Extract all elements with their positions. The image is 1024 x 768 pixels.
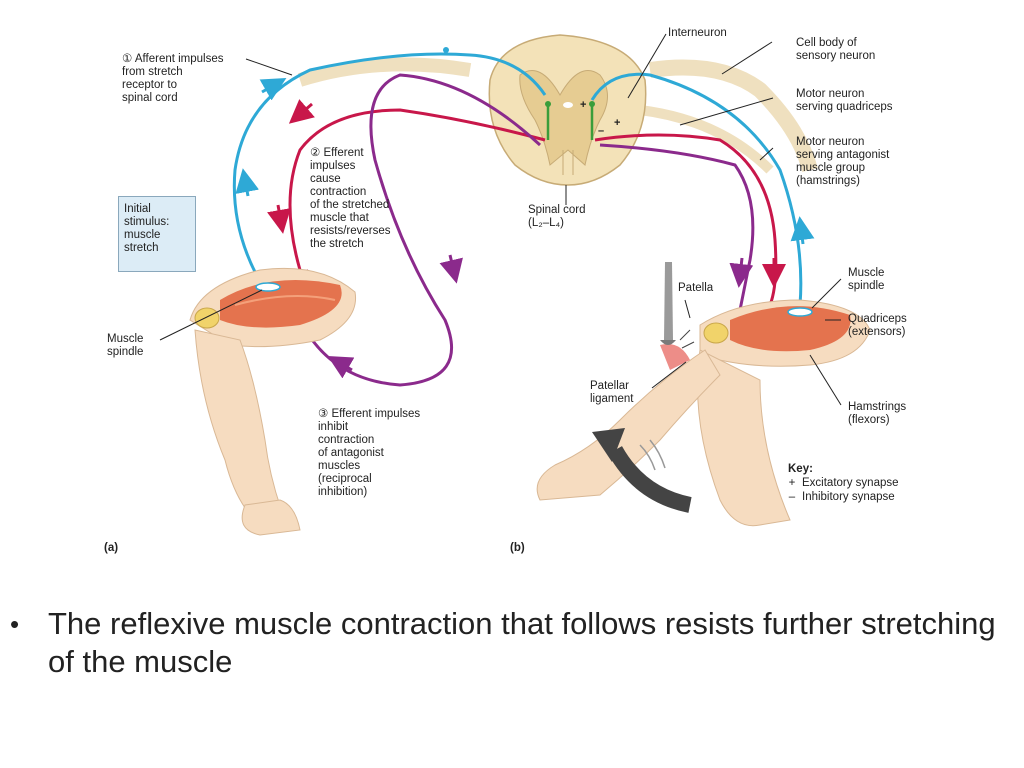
bullet-text: The reflexive muscle contraction that fo…	[48, 606, 996, 679]
synapse-key: Key: + Excitatory synapse – Inhibitory s…	[788, 462, 899, 504]
quadriceps-label: Quadriceps (extensors)	[848, 313, 907, 338]
excitatory-symbol: +	[788, 477, 796, 489]
leg-a	[189, 267, 357, 536]
inhibitory-label: Inhibitory synapse	[802, 491, 895, 503]
interneuron-cells: + + –	[545, 99, 620, 140]
svg-text:+: +	[580, 99, 586, 111]
hamstrings-label: Hamstrings (flexors)	[848, 401, 907, 426]
kick-motion-arrow	[592, 428, 692, 513]
inhibitory-path-b	[599, 143, 755, 336]
efferent-inhibit-label: ③ Efferent impulses inhibit contraction …	[318, 408, 421, 498]
slide-bullet: • The reflexive muscle contraction that …	[10, 605, 1015, 681]
svg-text:–: –	[598, 125, 604, 137]
afferent-path-a	[232, 52, 547, 286]
key-title: Key:	[788, 463, 813, 475]
motor-quadriceps-label: Motor neuron serving quadriceps	[796, 88, 893, 113]
afferent-label: ① Afferent impulses from stretch recepto…	[122, 53, 224, 104]
stretch-reflex-diagram: + + –	[159, 33, 871, 536]
bullet-dot: •	[10, 609, 20, 639]
reflex-hammer-icon	[660, 262, 695, 349]
patella-label: Patella	[678, 282, 714, 294]
interneuron-label: Interneuron	[668, 27, 727, 39]
efferent-path-a	[288, 108, 546, 271]
leg-b	[536, 299, 871, 527]
spinal-cord-label: Spinal cord (L₂–L₄)	[528, 204, 586, 229]
patellar-ligament-label: Patellar ligament	[590, 380, 634, 405]
muscle-spindle-label-b: Muscle spindle	[848, 267, 885, 292]
initial-stimulus-box: Initial stimulus: muscle stretch	[118, 196, 196, 272]
efferent-cause-label: ② Efferent impulses cause contraction of…	[310, 147, 391, 250]
panel-b-tag: (b)	[510, 542, 525, 554]
key-item-excitatory: + Excitatory synapse	[788, 476, 899, 490]
muscle-spindle-label-a: Muscle spindle	[107, 333, 144, 358]
leader-lines	[159, 33, 842, 406]
key-item-inhibitory: – Inhibitory synapse	[788, 490, 899, 504]
panel-a-tag: (a)	[104, 542, 119, 554]
inhibitory-symbol: –	[788, 491, 796, 503]
motor-antagonist-label: Motor neuron serving antagonist muscle g…	[796, 136, 890, 187]
excitatory-label: Excitatory synapse	[802, 477, 899, 489]
spinal-cord-section	[488, 34, 647, 186]
svg-text:+: +	[614, 117, 620, 129]
inhibitory-path-a	[298, 73, 542, 387]
cell-body-label: Cell body of sensory neuron	[796, 37, 876, 62]
nerve-roots	[297, 57, 818, 174]
